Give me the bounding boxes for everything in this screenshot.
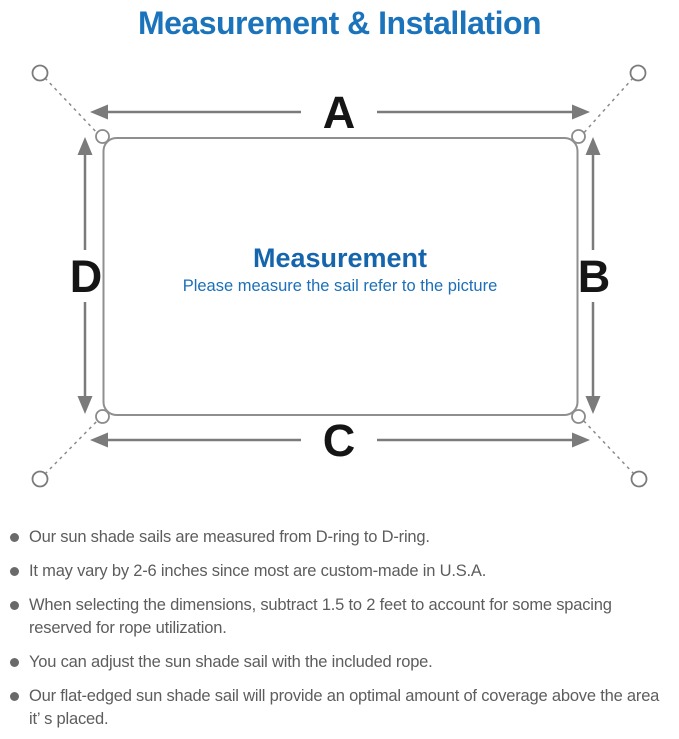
dashed-rope-top-right — [580, 77, 634, 137]
page-title: Measurement & Installation — [137, 5, 542, 41]
bullet-icon — [10, 533, 19, 542]
dimension-arrow-b — [585, 137, 601, 414]
sail-rectangle — [102, 137, 579, 416]
bullet-icon — [10, 658, 19, 667]
note-item: Our flat-edged sun shade sail will provi… — [10, 685, 673, 731]
dashed-rope-bottom-left — [44, 417, 101, 475]
arrowhead-d-top — [77, 137, 93, 155]
note-item: When selecting the dimensions, subtract … — [10, 594, 673, 640]
arrowhead-a-right — [572, 104, 590, 120]
notes-list: Our sun shade sails are measured from D-… — [0, 520, 679, 731]
note-item: You can adjust the sun shade sail with t… — [10, 651, 673, 674]
note-text: It may vary by 2-6 inches since most are… — [29, 562, 487, 580]
note-item: It may vary by 2-6 inches since most are… — [10, 560, 673, 583]
arrowhead-b-bottom — [585, 396, 601, 414]
dimension-arrow-a — [90, 104, 590, 120]
arrowhead-d-bottom — [77, 396, 93, 414]
d-ring-top-left — [95, 129, 110, 144]
d-ring-bottom-left — [95, 409, 110, 424]
anchor-ring-top-right — [629, 64, 647, 82]
d-ring-bottom-right — [571, 409, 586, 424]
arrowhead-b-top — [585, 137, 601, 155]
center-heading: Measurement — [253, 243, 427, 273]
dimension-arrow-d — [77, 137, 93, 414]
dimension-label-d: D — [70, 251, 103, 302]
anchor-ring-bottom-right — [630, 470, 648, 488]
note-text: When selecting the dimensions, subtract … — [29, 596, 612, 637]
arrowhead-c-right — [572, 432, 590, 448]
arrowhead-a-left — [90, 104, 108, 120]
note-text: Our sun shade sails are measured from D-… — [29, 528, 430, 546]
center-caption: Please measure the sail refer to the pic… — [183, 277, 498, 295]
bullet-icon — [10, 601, 19, 610]
bullet-icon — [10, 567, 19, 576]
measurement-diagram: A B C D Measurement Please measure the s… — [31, 64, 648, 488]
note-text: You can adjust the sun shade sail with t… — [29, 653, 433, 671]
anchor-ring-bottom-left — [31, 470, 49, 488]
arrowhead-c-left — [90, 432, 108, 448]
anchor-ring-top-left — [31, 64, 49, 82]
bullet-icon — [10, 692, 19, 701]
dimension-label-b: B — [578, 251, 611, 302]
dimension-label-a: A — [323, 87, 356, 138]
dimension-label-c: C — [323, 415, 356, 466]
note-item: Our sun shade sails are measured from D-… — [10, 526, 673, 549]
dashed-rope-top-left — [44, 77, 101, 137]
dashed-rope-bottom-right — [580, 417, 635, 475]
dimension-arrow-c — [90, 432, 590, 448]
d-ring-top-right — [571, 129, 586, 144]
note-text: Our flat-edged sun shade sail will provi… — [29, 687, 660, 728]
